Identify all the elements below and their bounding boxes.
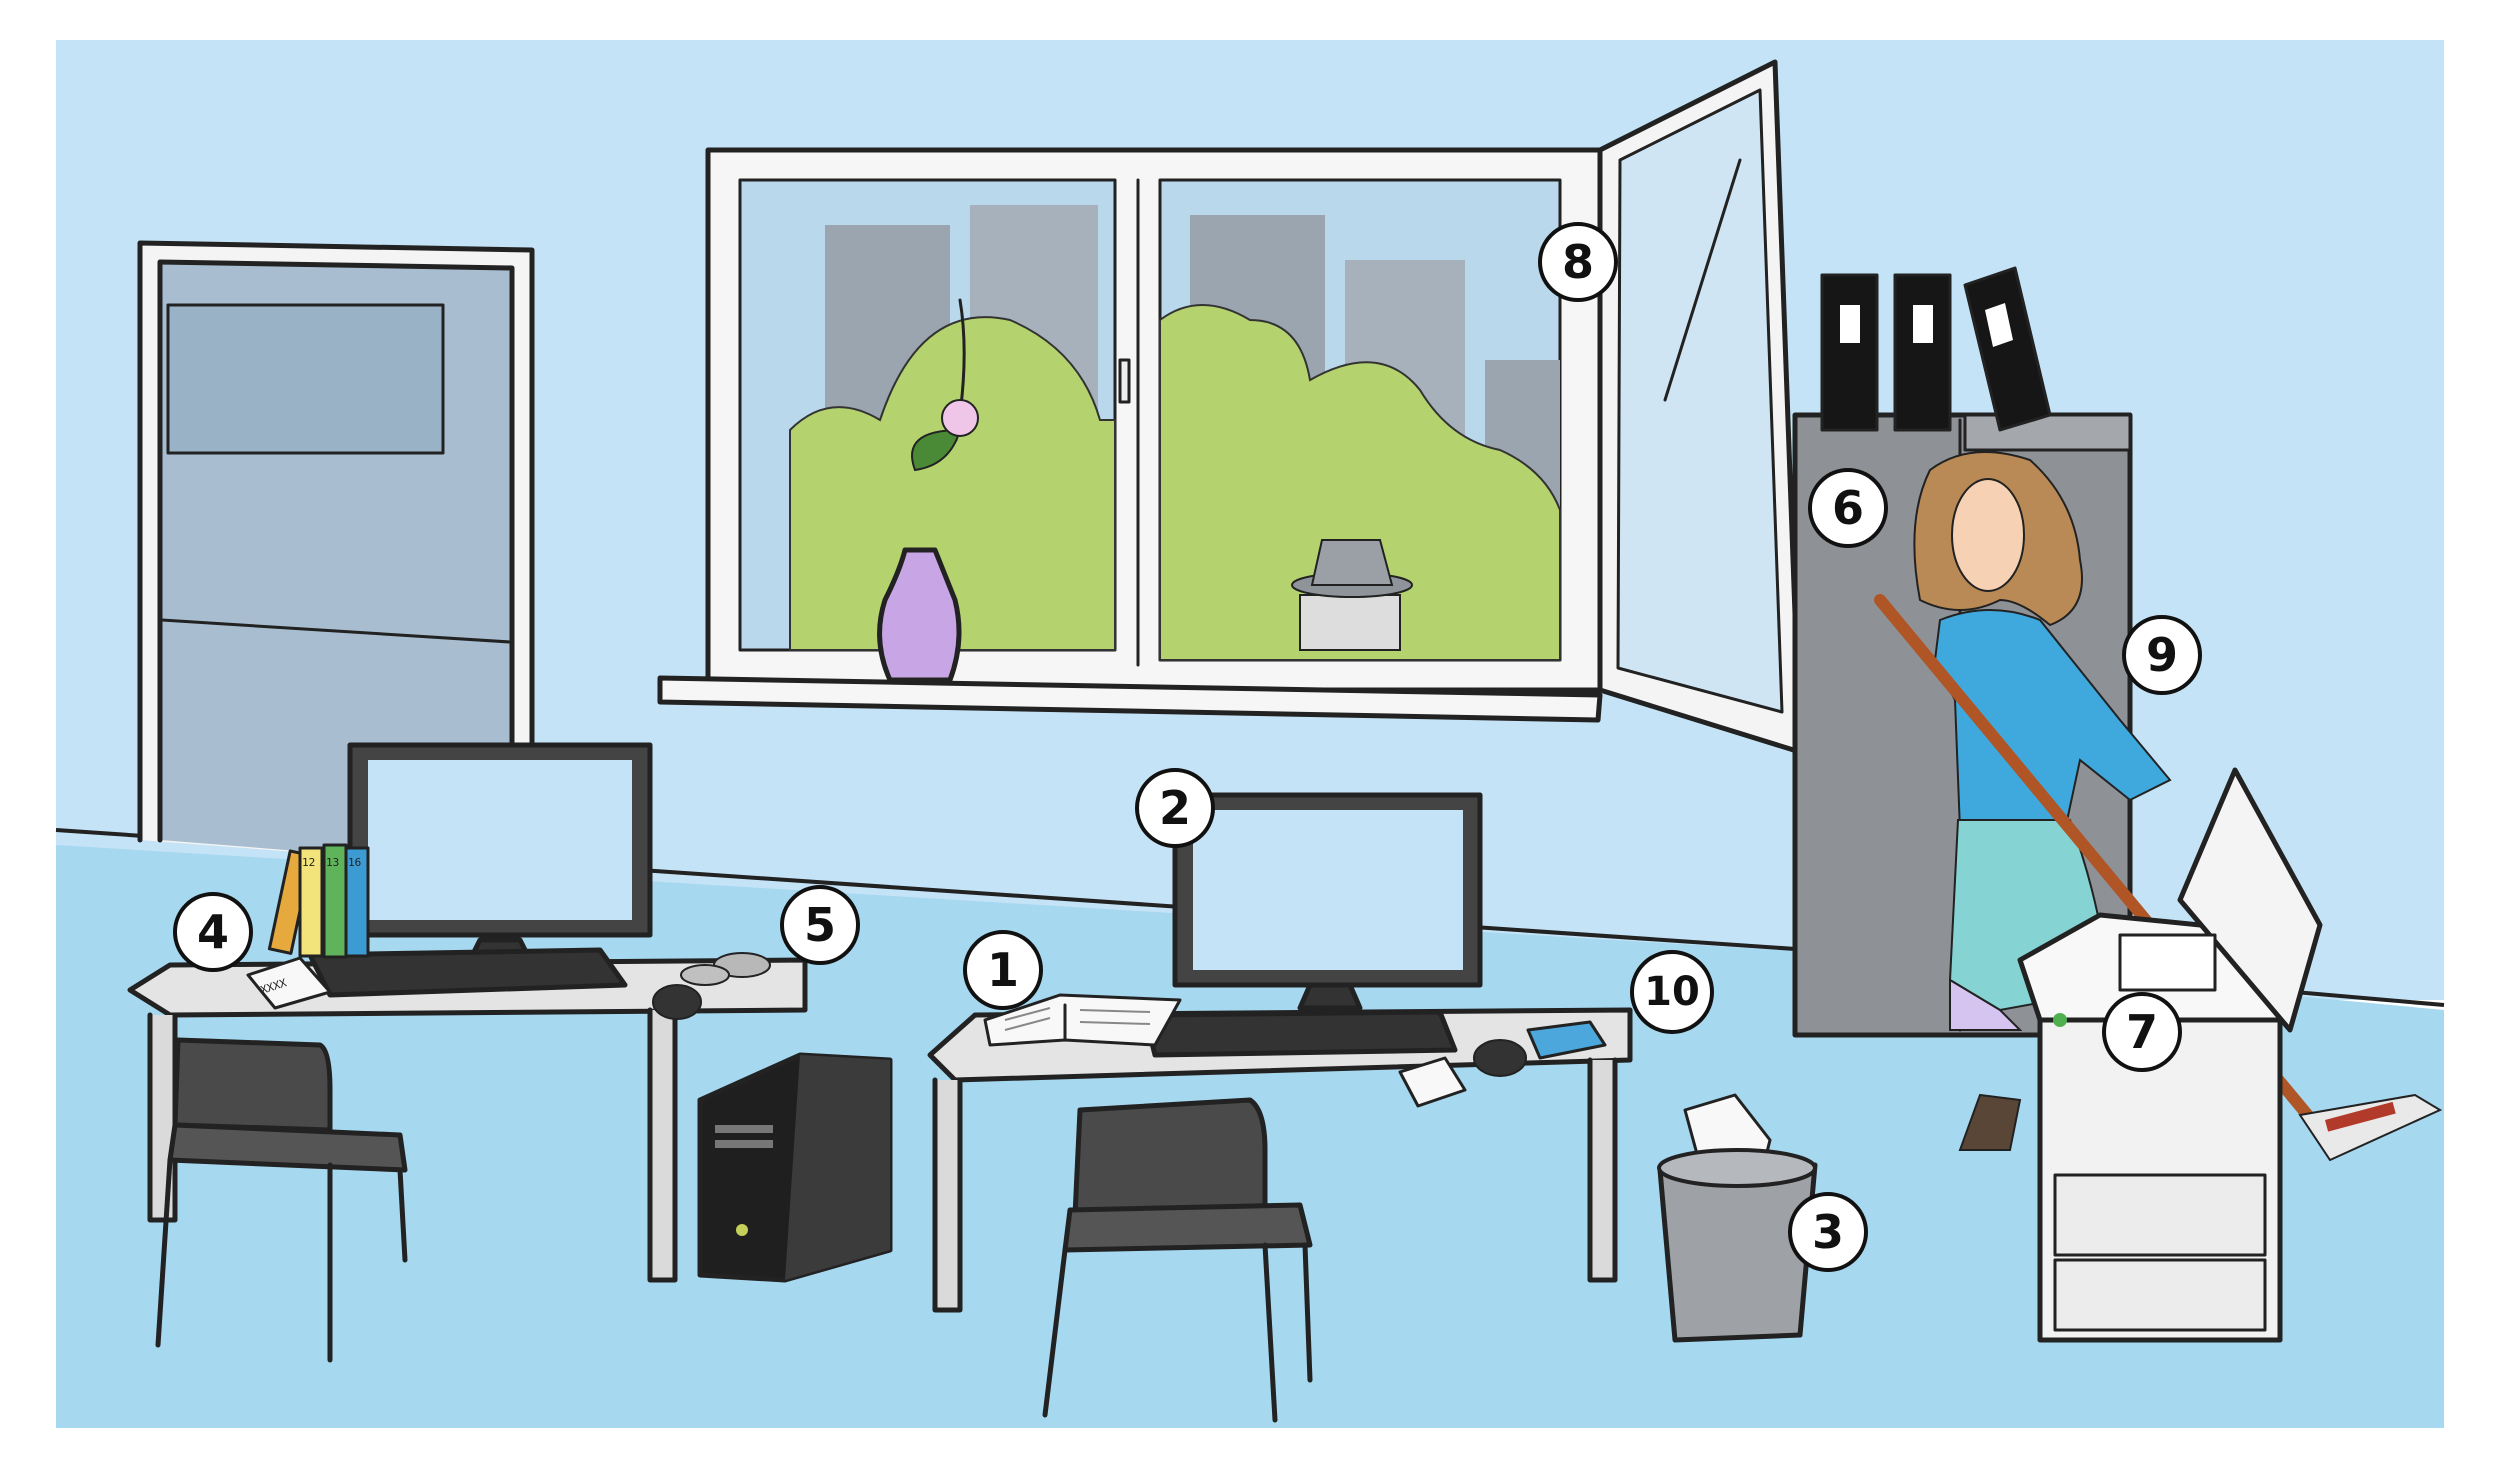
book-label-13: 13 (326, 856, 339, 869)
woman-with-mop (1874, 451, 2443, 1162)
svg-text:4: 4 (197, 905, 229, 959)
window-sill (657, 675, 1603, 723)
greenery (1159, 304, 1561, 661)
door (137, 240, 535, 873)
marker-7: 7 (2102, 992, 2182, 1072)
binders (1820, 266, 2052, 432)
svg-text:2: 2 (1159, 781, 1191, 835)
window (657, 59, 1803, 755)
svg-text:1: 1 (987, 943, 1019, 997)
books-on-left-desk: 12 13 16 (267, 843, 370, 959)
svg-text:9: 9 (2146, 628, 2178, 682)
svg-text:6: 6 (1832, 481, 1864, 535)
left-chair (155, 1037, 408, 1363)
svg-text:10: 10 (1644, 969, 1700, 1015)
mop-head (2298, 1093, 2443, 1162)
book-label-12: 12 (302, 856, 315, 869)
waste-bin (1657, 1093, 1818, 1343)
computer-tower (697, 1052, 893, 1283)
marker-4: 4 (173, 892, 253, 972)
greenery (789, 316, 1116, 651)
marker-3: 3 (1788, 1192, 1868, 1272)
marker-2: 2 (1135, 768, 1215, 848)
middle-chair (1042, 1097, 1313, 1423)
marker-9: 9 (2122, 615, 2202, 695)
book-label-16: 16 (348, 856, 361, 869)
marker-5: 5 (780, 885, 860, 965)
marker-6: 6 (1808, 468, 1888, 548)
marker-1: 1 (963, 930, 1043, 1010)
svg-text:7: 7 (2126, 1005, 2158, 1059)
marker-8: 8 (1538, 222, 1618, 302)
man-in-hat (1291, 539, 1413, 651)
svg-text:3: 3 (1812, 1205, 1844, 1259)
vase-with-flower (877, 298, 979, 683)
svg-text:8: 8 (1562, 235, 1594, 289)
password-note: XXXX (246, 956, 332, 1010)
marker-10: 10 (1630, 950, 1714, 1034)
open-notebook (983, 993, 1182, 1047)
svg-text:5: 5 (804, 898, 836, 952)
